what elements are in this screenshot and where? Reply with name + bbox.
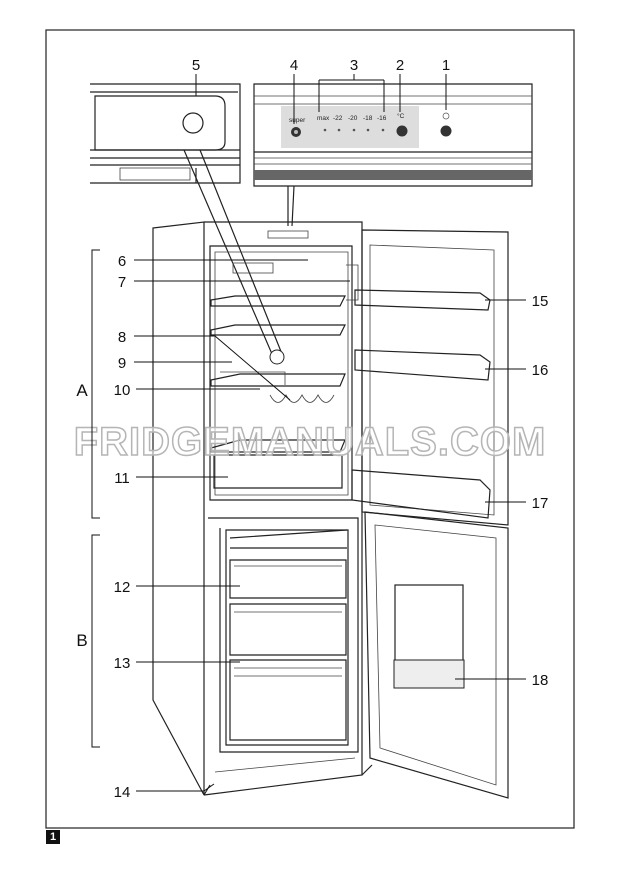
callout-4: 4 [290,57,298,74]
power-symbol-icon [442,112,450,120]
callout-13: 13 [114,655,131,672]
callout-8: 8 [118,329,126,346]
callout-15: 15 [532,293,549,310]
thermostat-dial-icon [182,112,204,134]
freezer-door [364,511,509,799]
control-panel-inset: super max -22 -20 -18 -16 °C [253,83,533,227]
callout-2: 2 [396,57,404,74]
callout-6: 6 [118,253,126,270]
callout-9: 9 [118,355,126,372]
figure-frame [45,29,575,829]
super-label: super [289,117,306,124]
temperature-button [396,125,408,137]
figure-number-badge: 1 [46,830,60,844]
temp-label: -18 [363,115,373,122]
fridge-thermostat-inset [90,83,241,184]
fridge-body [152,221,373,796]
door-storage-compartment [394,584,464,671]
section-label-a: A [76,381,88,400]
fridge-control-strip [267,230,309,239]
callout-17: 17 [532,495,549,512]
callout-1: 1 [442,57,450,74]
temp-label-max: max [317,115,330,122]
temp-label: -20 [348,115,358,122]
top-callouts: 5 4 3 2 1 [192,57,450,124]
temp-label: -16 [377,115,387,122]
callout-3: 3 [350,57,358,74]
freezer-display-panel [393,659,465,689]
temp-label: -22 [333,115,343,122]
display-panel [281,106,419,148]
callout-18: 18 [532,672,549,689]
power-button [440,125,452,137]
left-callouts: 6 7 8 9 10 11 12 13 14 A B [76,249,350,801]
right-callouts: 15 16 17 18 [455,293,548,689]
callout-10: 10 [114,382,131,399]
callout-5: 5 [192,57,200,74]
callout-14: 14 [114,784,131,801]
callout-7: 7 [118,274,126,291]
watermark: FRIDGEMANUALS.COM [74,420,547,464]
callout-11: 11 [114,470,130,487]
unit-label: °C [397,112,405,120]
fridge-door [351,229,509,526]
section-label-b: B [76,631,87,650]
callout-12: 12 [114,579,131,596]
callout-16: 16 [532,362,549,379]
